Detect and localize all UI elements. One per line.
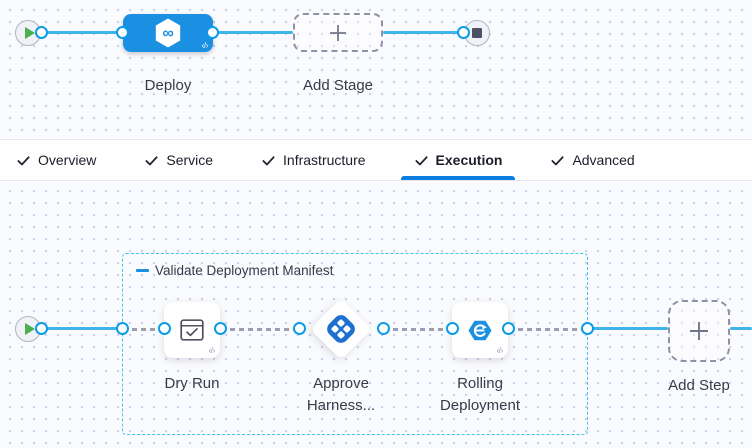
tab-infrastructure[interactable]: Infrastructure (261, 140, 366, 180)
approve-in-port[interactable] (293, 322, 306, 335)
dry-run-in-port[interactable] (158, 322, 171, 335)
check-icon (262, 155, 275, 165)
group-label: Validate Deployment Manifest (155, 263, 334, 278)
check-icon (145, 155, 158, 165)
step-label-dry-run: Dry Run (164, 375, 220, 392)
tab-label: Service (166, 152, 214, 168)
play-icon (24, 323, 35, 335)
svg-text:∞: ∞ (162, 25, 173, 42)
execution-canvas: Validate Deployment Manifest ‹/› (0, 181, 752, 448)
exec-start-out-port[interactable] (35, 322, 48, 335)
tab-label: Infrastructure (283, 152, 366, 168)
connector-addstep-out (730, 327, 752, 330)
tab-execution[interactable]: Execution (400, 140, 516, 180)
active-tab-underline (400, 176, 516, 180)
tab-overview[interactable]: Overview (16, 140, 96, 180)
group-out-port[interactable] (581, 322, 594, 335)
rolling-out-port[interactable] (502, 322, 515, 335)
connector-rolling-to-groupout (509, 328, 587, 331)
stage-out-port[interactable] (206, 26, 219, 39)
dry-run-manifest-icon (180, 319, 204, 341)
step-code-icon[interactable]: ‹/› (208, 345, 215, 355)
group-collapse-icon[interactable] (136, 269, 149, 272)
stop-icon (472, 28, 482, 38)
connector-start-to-stage (42, 31, 123, 34)
step-node-rolling-deployment[interactable]: ‹/› (452, 302, 508, 358)
connector-start-to-group (42, 327, 123, 330)
step-node-dry-run[interactable]: ‹/› (164, 302, 220, 358)
connector-stage-to-addstage (213, 31, 293, 34)
tab-label: Overview (38, 152, 97, 168)
stage-node-deploy[interactable]: ∞ ‹/› (123, 14, 213, 52)
play-icon (24, 27, 35, 39)
tab-service[interactable]: Service (144, 140, 213, 180)
tab-label: Advanced (572, 152, 635, 168)
add-step-button[interactable] (668, 300, 730, 362)
step-group-header[interactable]: Validate Deployment Manifest (136, 263, 333, 278)
stage-pipeline-canvas: ∞ ‹/› Deploy Add Stage (0, 0, 752, 139)
plus-icon (330, 24, 346, 41)
stage-config-tabbar: Overview Service Infrastructure Executio… (0, 139, 752, 181)
rolling-in-port[interactable] (446, 322, 459, 335)
add-step-label: Add Step (668, 377, 730, 394)
harness-approval-icon (327, 315, 355, 343)
step-group-box[interactable]: Validate Deployment Manifest (122, 253, 588, 435)
stage-code-icon[interactable]: ‹/› (201, 40, 208, 50)
step-code-icon[interactable]: ‹/› (496, 345, 503, 355)
tab-label: Execution (435, 152, 503, 168)
dry-run-out-port[interactable] (214, 322, 227, 335)
stage-in-port[interactable] (116, 26, 129, 39)
add-stage-label: Add Stage (302, 77, 374, 94)
check-icon (17, 155, 30, 165)
connector-group-to-addstep (587, 327, 668, 330)
group-in-port[interactable] (116, 322, 129, 335)
plus-icon (690, 322, 708, 340)
end-in-port[interactable] (457, 26, 470, 39)
add-stage-button[interactable] (293, 13, 383, 52)
connector-dryrun-to-approve (221, 328, 299, 331)
stage-label: Deploy (144, 77, 192, 94)
connector-approve-to-rolling (384, 328, 452, 331)
connector-group-to-dryrun (123, 328, 164, 331)
rolling-deployment-icon (468, 320, 492, 341)
harness-stage-icon: ∞ (155, 18, 181, 48)
step-label-approve: Approve Harness... (306, 375, 376, 414)
check-icon (414, 155, 428, 165)
start-out-port[interactable] (35, 26, 48, 39)
step-label-rolling-deployment: Rolling Deployment (439, 375, 521, 414)
approve-out-port[interactable] (377, 322, 390, 335)
tab-advanced[interactable]: Advanced (550, 140, 635, 180)
check-icon (551, 155, 564, 165)
connector-addstage-to-end (383, 31, 463, 34)
